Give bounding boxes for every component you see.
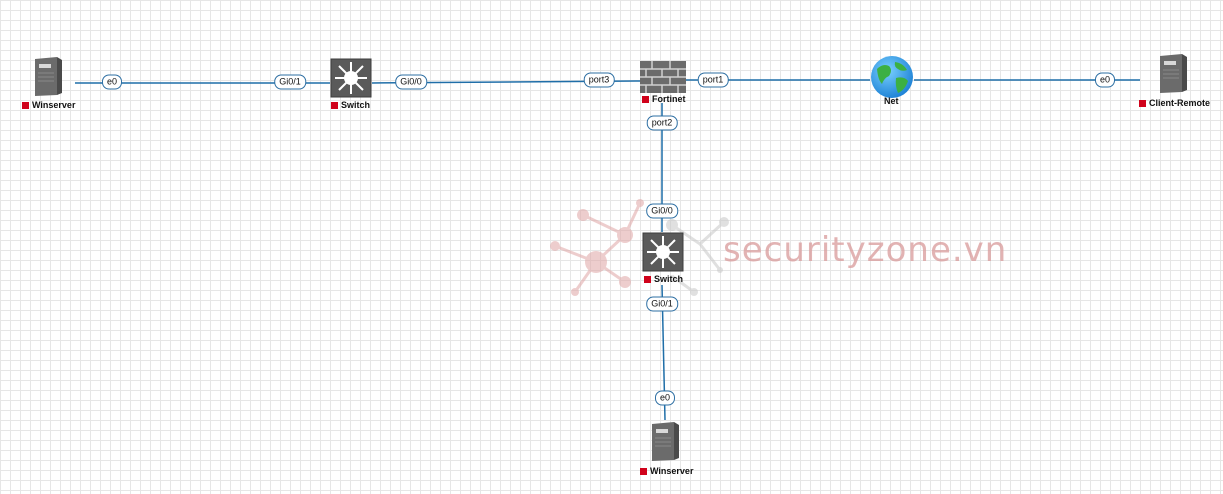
status-stopped-icon xyxy=(644,275,651,283)
interface-label[interactable]: port1 xyxy=(697,72,729,88)
server-icon xyxy=(652,422,679,461)
node-label-winserver-bottom: Winserver xyxy=(640,466,693,476)
status-stopped-icon xyxy=(642,95,649,103)
node-switch-top[interactable] xyxy=(330,58,372,98)
node-label-client-remote: Client-Remote xyxy=(1139,98,1210,108)
node-label-switch-top: Switch xyxy=(331,100,370,110)
interface-label[interactable]: port2 xyxy=(646,115,678,131)
interface-label[interactable]: Gi0/0 xyxy=(395,74,427,90)
watermark-text: securityzone.vn xyxy=(723,230,1008,270)
node-label-net: Net xyxy=(884,96,899,106)
status-stopped-icon xyxy=(22,101,29,109)
node-winserver-bottom[interactable] xyxy=(649,420,681,462)
server-icon xyxy=(1160,54,1187,93)
status-stopped-icon xyxy=(331,101,338,109)
interface-label[interactable]: Gi0/1 xyxy=(274,74,306,90)
node-net[interactable] xyxy=(869,54,915,100)
interface-label[interactable]: Gi0/1 xyxy=(646,296,678,312)
watermark-logo xyxy=(550,199,729,296)
status-stopped-icon xyxy=(640,467,647,475)
node-label-switch-bottom: Switch xyxy=(644,274,683,284)
interface-label[interactable]: port3 xyxy=(583,72,615,88)
node-winserver-top[interactable] xyxy=(32,55,64,97)
node-label-winserver-top: Winserver xyxy=(22,100,75,110)
interface-label[interactable]: e0 xyxy=(101,74,123,90)
interface-label[interactable]: e0 xyxy=(1094,72,1116,88)
interface-label[interactable]: e0 xyxy=(654,390,676,406)
firewall-icon xyxy=(640,61,686,93)
switch-icon xyxy=(330,58,372,98)
status-stopped-icon xyxy=(1139,99,1146,107)
node-switch-bottom[interactable] xyxy=(642,232,684,272)
node-client-remote[interactable] xyxy=(1157,52,1189,94)
globe-icon xyxy=(871,56,913,98)
node-fortinet[interactable] xyxy=(640,61,686,93)
server-icon xyxy=(35,57,62,96)
switch-icon xyxy=(642,232,684,272)
interface-label[interactable]: Gi0/0 xyxy=(646,203,678,219)
node-label-fortinet: Fortinet xyxy=(642,94,686,104)
